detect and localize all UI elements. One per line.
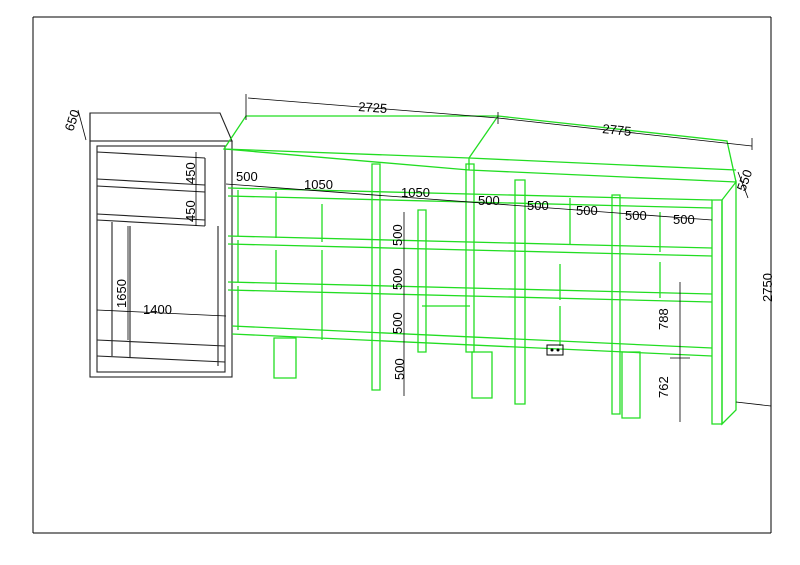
dim-vert-3: 500 [390, 312, 405, 334]
dim-cell-3: 1050 [401, 185, 430, 200]
dim-cell-7: 500 [625, 208, 647, 223]
dim-drawer-1: 450 [183, 162, 198, 184]
dim-right-788: 788 [656, 308, 671, 330]
wardrobe-cabinet [89, 112, 233, 378]
dim-cell-1: 500 [236, 169, 258, 184]
dimension-labels: 650 450 450 1650 1400 2725 2775 550 500 … [62, 99, 775, 398]
dim-top-width-2: 2775 [602, 121, 632, 139]
dim-drawer-2: 450 [183, 200, 198, 222]
dim-vert-4: 500 [392, 358, 407, 380]
sheet-frame [32, 16, 772, 534]
dim-cell-6: 500 [576, 203, 598, 218]
dim-top-depth: 550 [734, 168, 756, 194]
dim-cabinet-height: 1650 [114, 279, 129, 308]
dim-vert-1: 500 [390, 224, 405, 246]
dimension-lines [77, 94, 772, 422]
dim-top-width-1: 2725 [358, 99, 388, 116]
dim-cabinet-depth: 650 [62, 108, 83, 133]
dim-cell-4: 500 [478, 193, 500, 208]
socket-icon [546, 344, 564, 356]
dim-cell-5: 500 [527, 198, 549, 213]
dim-cabinet-width: 1400 [143, 302, 172, 317]
dim-vert-2: 500 [390, 268, 405, 290]
dim-cell-2: 1050 [304, 177, 333, 192]
dim-right-762: 762 [656, 376, 671, 398]
dim-cell-8: 500 [673, 212, 695, 227]
dim-total-height: 2750 [760, 273, 775, 302]
